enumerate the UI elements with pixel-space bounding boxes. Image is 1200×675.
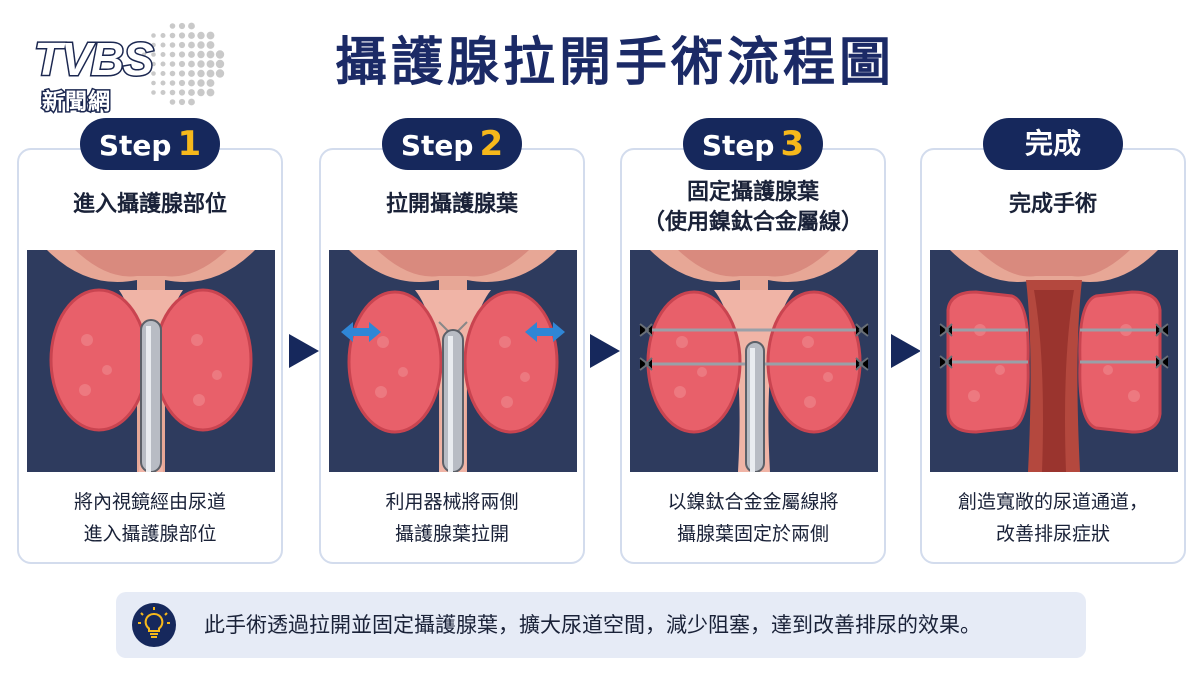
step-card-3: 固定攝護腺葉 （使用鎳鈦合金屬線） (620, 148, 886, 564)
logo-sub: 新聞網 (40, 89, 112, 117)
badge-number: 1 (177, 124, 202, 164)
prostate-illustration-1 (47, 250, 255, 472)
arrow-right-icon (891, 334, 921, 368)
desc-line: 攝腺葉固定於兩側 (676, 523, 829, 545)
prostate-illustration-2 (341, 250, 565, 472)
title-line: （使用鎳鈦合金屬線） (642, 210, 863, 235)
title-line: 固定攝護腺葉 (686, 180, 819, 205)
step-title: 拉開攝護腺葉 (385, 192, 518, 217)
step-illustration (329, 250, 577, 472)
badge-label: 完成 (1024, 127, 1081, 160)
step-illustration (630, 250, 878, 472)
logo-brand: TVBS (33, 32, 156, 87)
desc-line: 利用器械將兩側 (385, 491, 519, 513)
step-badge-complete: 完成 (983, 118, 1123, 170)
step-description: 將內視鏡經由尿道 進入攝護腺部位 (19, 486, 281, 550)
step-description: 利用器械將兩側 攝護腺葉拉開 (321, 486, 583, 550)
step-card-1: 進入攝護腺部位 將內視鏡經由尿道 進入攝護腺部位 (17, 148, 283, 564)
step-description: 以鎳鈦合金金屬線將 攝腺葉固定於兩側 (622, 486, 884, 550)
desc-line: 將內視鏡經由尿道 (73, 491, 226, 513)
step-card-complete: 完成手術 創造寬敞的尿道通道， 改 (920, 148, 1186, 564)
double-arrow-icon (341, 322, 565, 342)
badge-label: Step (701, 129, 775, 162)
step-title: 完成手術 (1008, 192, 1097, 217)
step-title: 進入攝護腺部位 (72, 192, 227, 217)
logo-dots-icon (142, 22, 225, 106)
arrow-right-icon (590, 334, 620, 368)
step-illustration (930, 250, 1178, 472)
lightbulb-icon (132, 603, 176, 647)
badge-number: 2 (479, 124, 504, 164)
page-title: 攝護腺拉開手術流程圖 (334, 33, 895, 93)
badge-number: 3 (780, 124, 805, 164)
badge-label: Step (400, 129, 474, 162)
desc-line: 改善排尿症狀 (995, 523, 1110, 545)
summary-tip: 此手術透過拉開並固定攝護腺葉，擴大尿道空間，減少阻塞，達到改善排尿的效果。 (116, 592, 1086, 658)
prostate-illustration-3 (639, 250, 869, 472)
desc-line: 以鎳鈦合金金屬線將 (667, 491, 839, 513)
step-card-2: 拉開攝護腺葉 利用器械將兩側 攝護腺葉拉開 (319, 148, 585, 564)
step-title: 固定攝護腺葉 （使用鎳鈦合金屬線） (622, 178, 884, 238)
tip-text: 此手術透過拉開並固定攝護腺葉，擴大尿道空間，減少阻塞，達到改善排尿的效果。 (204, 613, 981, 637)
badge-label: Step (98, 129, 172, 162)
desc-line: 創造寬敞的尿道通道， (957, 491, 1148, 513)
tvbs-logo: TVBS 新聞網 (28, 18, 225, 118)
arrow-right-icon (289, 334, 319, 368)
desc-line: 攝護腺葉拉開 (394, 523, 509, 545)
step-description: 創造寬敞的尿道通道， 改善排尿症狀 (922, 486, 1184, 550)
step-illustration (27, 250, 275, 472)
desc-line: 進入攝護腺部位 (83, 523, 217, 545)
anchor-icon (639, 323, 869, 371)
prostate-illustration-4 (939, 250, 1169, 472)
anchor-icon (939, 323, 1169, 369)
